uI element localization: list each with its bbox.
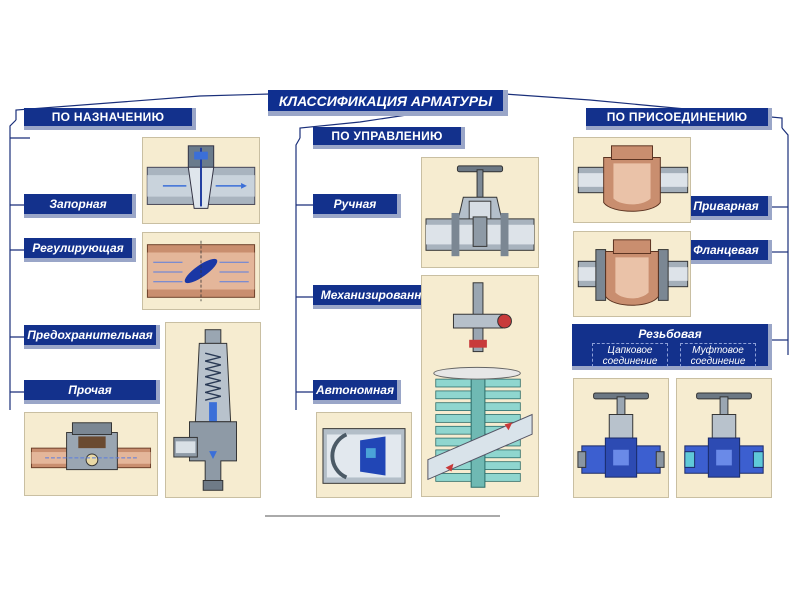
- label-threaded-group: Резьбовая: [572, 324, 772, 370]
- header-connection: ПО ПРИСОЕДИНЕНИЮ: [586, 108, 772, 130]
- spigot-connection-image: [573, 378, 669, 498]
- mechanized-valve-image: [421, 275, 539, 497]
- label-welded: Приварная: [684, 196, 772, 220]
- flanged-connection-image: [573, 231, 691, 317]
- label-shutoff: Запорная: [24, 194, 136, 218]
- label-regulating: Регулирующая: [24, 238, 136, 262]
- label-flanged: Фланцевая: [684, 240, 772, 264]
- header-control: ПО УПРАВЛЕНИЮ: [313, 127, 465, 149]
- label-spigot-connection: Цапковое соединение: [592, 343, 668, 367]
- shutoff-valve-image: [142, 137, 260, 224]
- diagram-title: КЛАССИФИКАЦИЯ АРМАТУРЫ: [268, 90, 508, 116]
- coupling-connection-image: [676, 378, 772, 498]
- header-purpose: ПО НАЗНАЧЕНИЮ: [24, 108, 196, 130]
- label-autonomous: Автономная: [313, 380, 401, 404]
- label-coupling-connection: Муфтовое соединение: [680, 343, 756, 367]
- label-threaded: Резьбовая: [638, 327, 702, 341]
- autonomous-valve-image: [316, 412, 412, 498]
- safety-valve-image: [165, 322, 261, 498]
- label-safety: Предохранительная: [24, 325, 160, 349]
- other-valve-image: [24, 412, 158, 496]
- manual-valve-image: [421, 157, 539, 268]
- welded-connection-image: [573, 137, 691, 223]
- label-manual: Ручная: [313, 194, 401, 218]
- regulating-valve-image: [142, 232, 260, 310]
- label-other: Прочая: [24, 380, 160, 404]
